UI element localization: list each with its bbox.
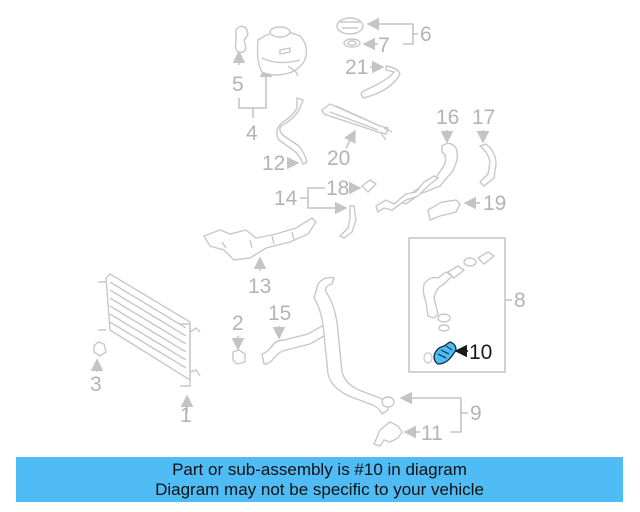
callout-10: 10	[469, 341, 492, 364]
banner-line-disclaimer: Diagram may not be specific to your vehi…	[155, 480, 484, 499]
callout-14: 14	[274, 187, 298, 210]
banner-line-part-number: Part or sub-assembly is #10 in diagram	[172, 460, 467, 479]
part-12-hose	[276, 97, 308, 165]
callout-21: 21	[345, 56, 368, 79]
part-15-pipe	[261, 325, 329, 365]
part-2-bracket	[232, 349, 246, 365]
part-6-cap	[336, 17, 364, 35]
callout-8: 8	[514, 289, 526, 312]
callout-5: 5	[232, 73, 244, 96]
callout-6: 6	[420, 23, 432, 46]
callout-3: 3	[90, 373, 102, 396]
callout-20: 20	[327, 147, 350, 170]
part-9-lower-hose	[313, 276, 389, 416]
callout-2: 2	[232, 312, 244, 335]
callout-9: 9	[470, 402, 482, 425]
part-18-clip	[360, 179, 378, 193]
part-20-bracket	[321, 103, 393, 141]
part-7-seal	[343, 38, 361, 48]
part-5-bracket	[232, 25, 249, 65]
callout-11: 11	[421, 422, 443, 445]
part-13-pipe-assembly	[202, 217, 317, 261]
part-3-bracket	[93, 341, 107, 357]
part-14-hose	[338, 205, 357, 239]
callout-19: 19	[483, 192, 506, 215]
callout-4: 4	[246, 122, 258, 145]
part-11-flange	[373, 421, 403, 447]
callout-17: 17	[472, 106, 495, 129]
part-14-pipe	[375, 175, 440, 214]
callout-1: 1	[180, 404, 192, 427]
part-19-connector	[427, 199, 461, 221]
part-21-hose	[360, 65, 401, 99]
part-10-hose-connector[interactable]	[423, 341, 457, 365]
callout-13: 13	[248, 275, 271, 298]
part-1-radiator	[98, 273, 201, 387]
part-8-hose-assembly	[422, 251, 496, 332]
callout-18: 18	[326, 177, 349, 200]
callout-15: 15	[268, 302, 291, 325]
callout-16: 16	[436, 106, 459, 129]
part-4-expansion-tank	[256, 26, 308, 77]
callout-7: 7	[378, 34, 390, 57]
part-8-group-box	[408, 237, 506, 373]
part-17-hose	[478, 143, 497, 187]
callout-12: 12	[262, 152, 285, 175]
info-banner: Part or sub-assembly is #10 in diagram D…	[16, 457, 623, 502]
